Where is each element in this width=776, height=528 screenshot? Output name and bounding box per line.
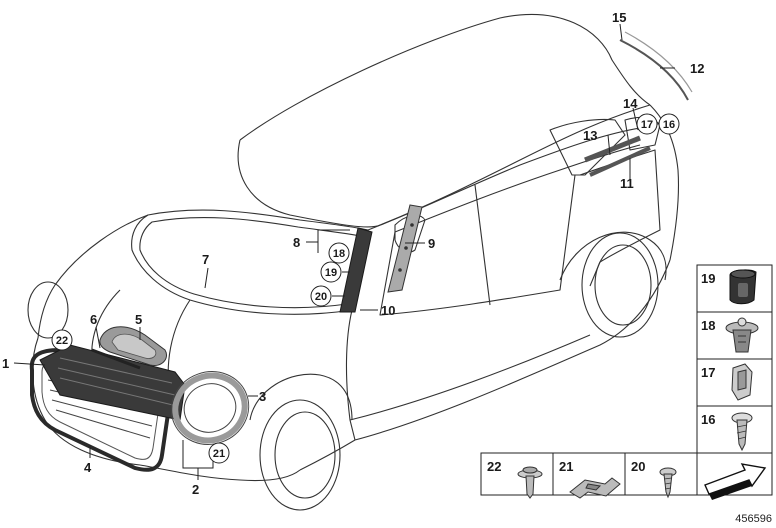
callout-6: 6 [90, 312, 97, 327]
callout-9: 9 [428, 236, 435, 251]
callout-circle-22 [51, 329, 73, 351]
callout-22: 22 [56, 335, 68, 347]
parts-legend: 19 18 17 16 22 21 20 [480, 264, 773, 500]
callout-4: 4 [84, 460, 92, 475]
callout-2: 2 [192, 482, 199, 497]
legend-label-17: 17 [701, 365, 715, 380]
callout-circle-18 [328, 242, 350, 264]
callout-numbers: 1 2 3 4 5 6 7 8 9 10 11 12 13 14 15 [2, 10, 704, 497]
callout-circle-21 [208, 442, 230, 464]
legend-column-frame [696, 264, 773, 496]
tapping-screw-icon [659, 467, 677, 499]
part-rear-trim-lower [589, 146, 651, 177]
legend-row-frame [480, 452, 698, 496]
callout-circle-17 [636, 113, 658, 135]
legend-label-18: 18 [701, 318, 715, 333]
diagram-reference-number: 456596 [735, 513, 772, 525]
grommet-icon [729, 269, 757, 305]
callout-15: 15 [612, 10, 626, 25]
legend-label-22: 22 [487, 459, 501, 474]
callout-16: 16 [663, 119, 675, 131]
part-a-pillar-cover [387, 204, 423, 293]
circled-callouts [51, 113, 680, 464]
spring-nut-icon [731, 363, 753, 401]
washer-screw-icon [517, 466, 543, 499]
legend-label-16: 16 [701, 412, 715, 427]
callout-circle-20 [310, 285, 332, 307]
circled-callout-numbers: 22 21 18 19 20 17 16 [56, 119, 675, 460]
callout-8: 8 [293, 235, 300, 250]
car-outline [27, 13, 680, 511]
callout-10: 10 [381, 303, 395, 318]
legend-label-19: 19 [701, 271, 715, 286]
callout-circle-19 [320, 261, 342, 283]
part-headlamp-ring [170, 371, 250, 445]
callout-14: 14 [623, 96, 638, 111]
legend-label-20: 20 [631, 459, 645, 474]
bracket-clip-icon [569, 477, 621, 499]
part-roof-strip [619, 39, 689, 101]
clip-icon [725, 317, 759, 353]
callout-7: 7 [202, 252, 209, 267]
callout-18: 18 [333, 248, 345, 260]
part-rear-trim-upper [584, 135, 641, 163]
part-bonnet-strip [91, 348, 141, 370]
callout-19: 19 [325, 267, 337, 279]
callout-12: 12 [690, 61, 704, 76]
legend-label-21: 21 [559, 459, 573, 474]
callout-13: 13 [583, 128, 597, 143]
callout-3: 3 [259, 389, 266, 404]
part-hood-scoop [99, 326, 167, 367]
callout-20: 20 [315, 291, 327, 303]
front-direction-arrow-icon [704, 463, 767, 500]
callout-1: 1 [2, 356, 9, 371]
callout-21: 21 [213, 448, 225, 460]
part-a-pillar-trim [339, 227, 373, 313]
callout-11: 11 [620, 176, 634, 191]
part-roof-strip-edge [624, 31, 693, 93]
callout-17: 17 [641, 119, 653, 131]
callout-circle-16 [658, 113, 680, 135]
screw-icon [731, 412, 753, 452]
callout-5: 5 [135, 312, 142, 327]
